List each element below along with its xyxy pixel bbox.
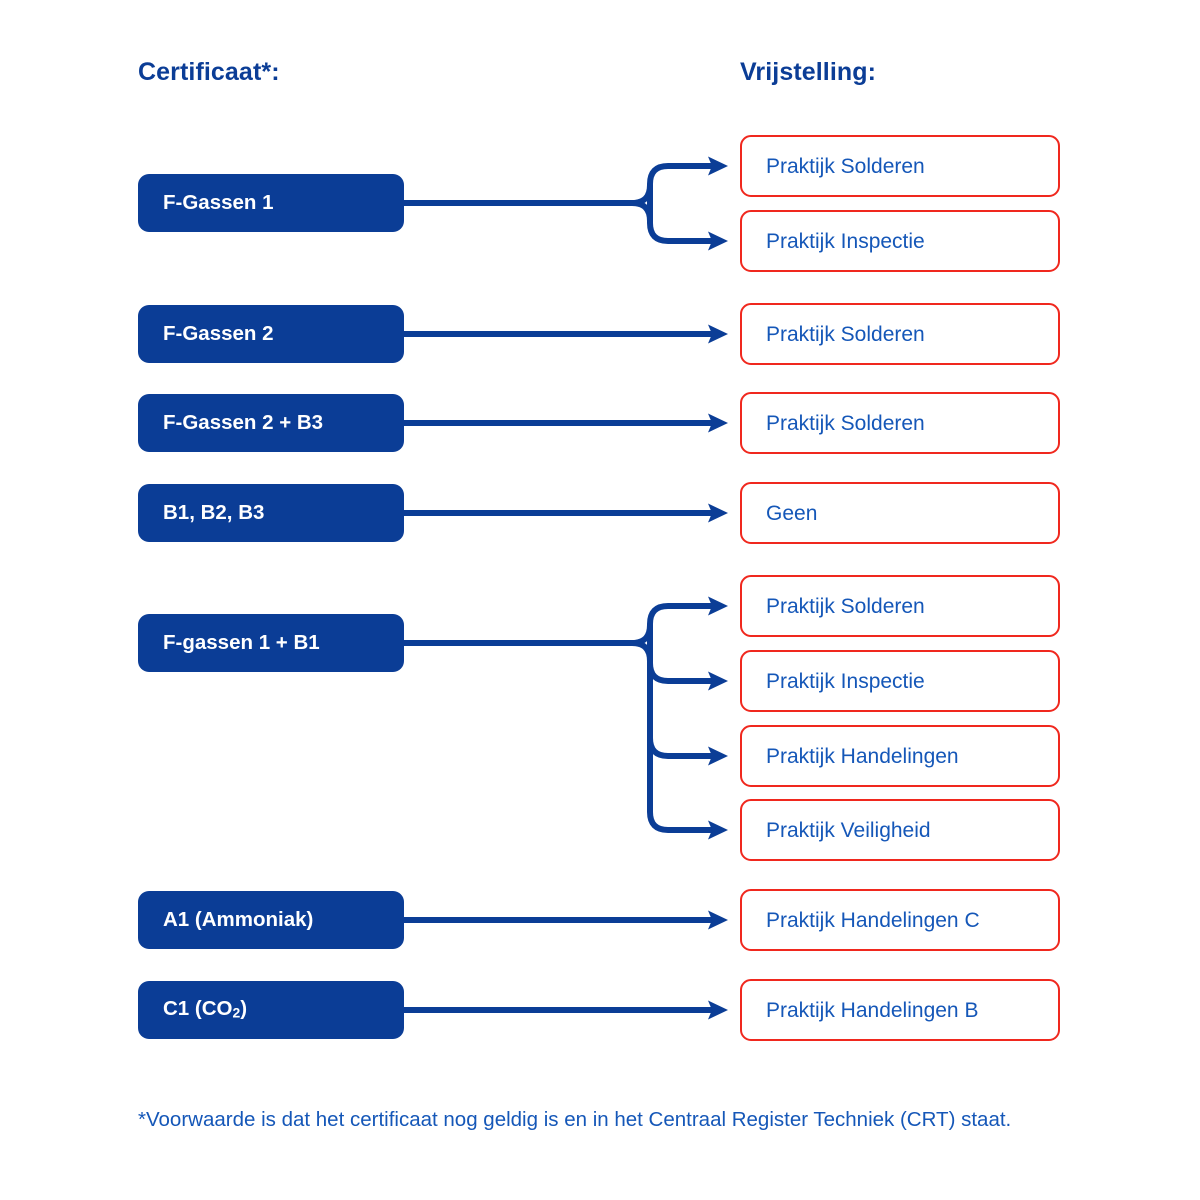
- certificate-label: C1 (CO2): [163, 999, 247, 1020]
- exemption-label: Praktijk Handelingen C: [766, 908, 980, 932]
- exemption-box-praktijk-solderen-1[interactable]: Praktijk Solderen: [740, 135, 1060, 197]
- exemption-label: Praktijk Solderen: [766, 154, 925, 178]
- exemption-box-praktijk-solderen-4[interactable]: Praktijk Solderen: [740, 575, 1060, 637]
- certificate-label-prefix: C1 (CO: [163, 997, 233, 1021]
- exemption-label: Praktijk Solderen: [766, 322, 925, 346]
- certificate-label: F-gassen 1 + B1: [163, 630, 320, 654]
- certificate-box-f-gassen-1-b1[interactable]: F-gassen 1 + B1: [138, 614, 404, 672]
- certificate-label-suffix: ): [240, 997, 248, 1021]
- exemption-label: Praktijk Inspectie: [766, 669, 925, 693]
- exemption-box-praktijk-handelingen[interactable]: Praktijk Handelingen: [740, 725, 1060, 787]
- exemption-box-praktijk-inspectie-2[interactable]: Praktijk Inspectie: [740, 650, 1060, 712]
- exemption-box-praktijk-solderen-2[interactable]: Praktijk Solderen: [740, 303, 1060, 365]
- exemption-label: Praktijk Veiligheid: [766, 818, 931, 842]
- certificate-box-f-gassen-2-b3[interactable]: F-Gassen 2 + B3: [138, 394, 404, 452]
- certificate-label: B1, B2, B3: [163, 500, 265, 524]
- certificate-label: F-Gassen 1: [163, 190, 274, 214]
- exemption-label: Praktijk Handelingen B: [766, 998, 979, 1022]
- certificate-box-f-gassen-1[interactable]: F-Gassen 1: [138, 174, 404, 232]
- column-header-certificaat: Certificaat*:: [138, 58, 280, 86]
- column-header-vrijstelling: Vrijstelling:: [740, 58, 877, 86]
- footnote-text: *Voorwaarde is dat het certificaat nog g…: [138, 1108, 1012, 1131]
- exemption-label: Praktijk Solderen: [766, 411, 925, 435]
- exemption-box-praktijk-solderen-3[interactable]: Praktijk Solderen: [740, 392, 1060, 454]
- exemption-label: Praktijk Solderen: [766, 594, 925, 618]
- certificate-label: F-Gassen 2 + B3: [163, 410, 324, 434]
- exemption-box-praktijk-handelingen-b[interactable]: Praktijk Handelingen B: [740, 979, 1060, 1041]
- certificate-box-f-gassen-2[interactable]: F-Gassen 2: [138, 305, 404, 363]
- certificate-label-subscript: 2: [232, 1004, 241, 1021]
- exemption-box-praktijk-handelingen-c[interactable]: Praktijk Handelingen C: [740, 889, 1060, 951]
- certificate-box-c1-co2[interactable]: C1 (CO2): [138, 981, 404, 1039]
- exemption-label: Praktijk Handelingen: [766, 744, 959, 768]
- certificate-box-a1-ammoniak[interactable]: A1 (Ammoniak): [138, 891, 404, 949]
- certificate-label: A1 (Ammoniak): [163, 907, 314, 931]
- exemption-box-geen[interactable]: Geen: [740, 482, 1060, 544]
- certificate-label: F-Gassen 2: [163, 321, 274, 345]
- exemption-label: Praktijk Inspectie: [766, 229, 925, 253]
- certificate-box-b1-b2-b3[interactable]: B1, B2, B3: [138, 484, 404, 542]
- exemption-box-praktijk-veiligheid[interactable]: Praktijk Veiligheid: [740, 799, 1060, 861]
- exemption-label: Geen: [766, 501, 818, 525]
- exemption-box-praktijk-inspectie-1[interactable]: Praktijk Inspectie: [740, 210, 1060, 272]
